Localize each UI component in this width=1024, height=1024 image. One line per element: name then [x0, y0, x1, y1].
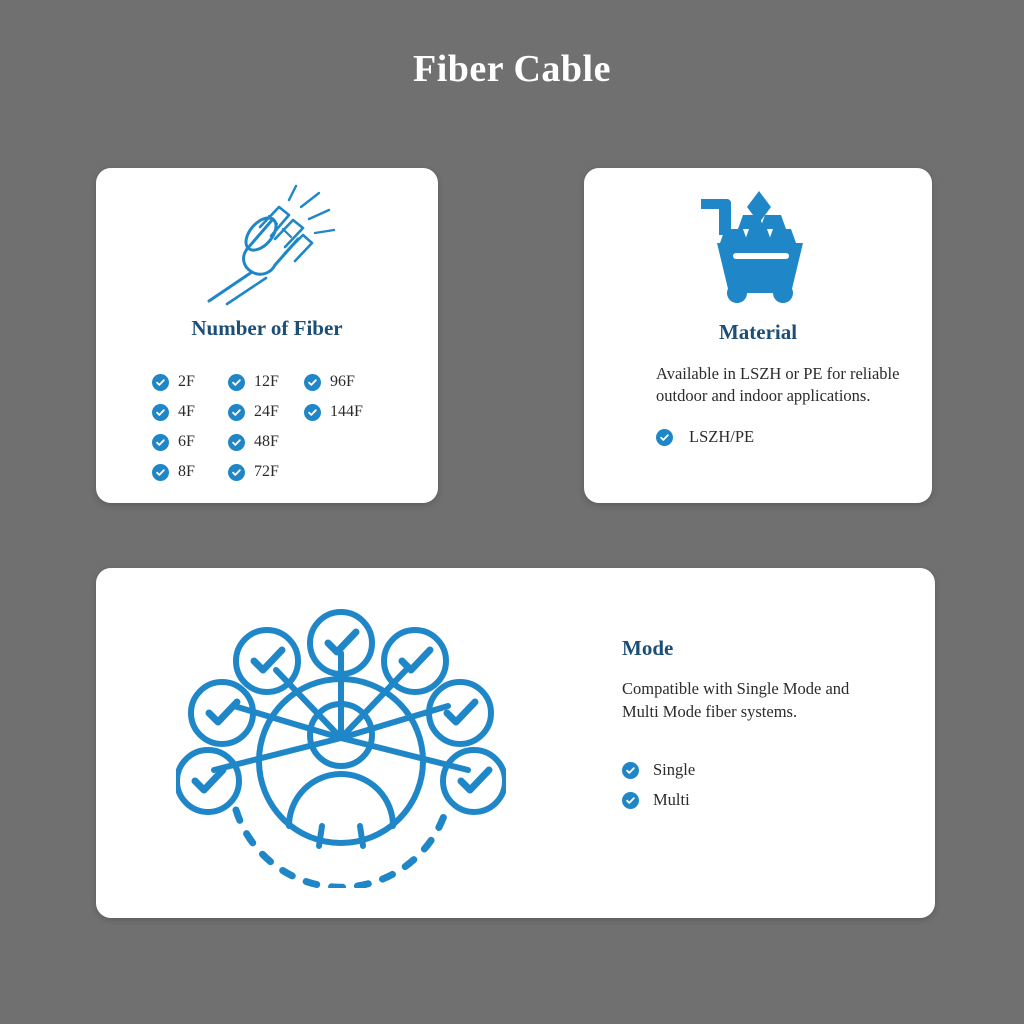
- list-item-label: Single: [653, 760, 696, 779]
- check-icon: [152, 403, 169, 421]
- check-icon: [152, 373, 169, 391]
- list-item-label: 8F: [178, 463, 195, 480]
- list-item[interactable]: 2F: [152, 367, 228, 397]
- mode-list: Single Multi: [622, 755, 935, 815]
- check-icon: [622, 761, 639, 779]
- list-item-label: 12F: [254, 373, 279, 390]
- list-item-label: 72F: [254, 463, 279, 480]
- check-icon: [304, 403, 321, 421]
- check-icon: [152, 463, 169, 481]
- material-description: Available in LSZH or PE for reliable out…: [656, 364, 900, 405]
- check-icon: [228, 433, 245, 451]
- check-icon: [304, 373, 321, 391]
- fiber-count-column-1: 2F 4F 6F 8F: [152, 367, 228, 487]
- page-title: Fiber Cable: [413, 48, 611, 90]
- list-item-label: 2F: [178, 373, 195, 390]
- card-heading-material: Material: [718, 320, 798, 344]
- list-item[interactable]: 144F: [304, 397, 363, 427]
- list-item[interactable]: 96F: [304, 367, 363, 397]
- list-item-label: Multi: [653, 790, 690, 809]
- check-icon: [656, 428, 673, 446]
- card-mode: Mode Compatible with Single Mode and Mul…: [96, 568, 935, 918]
- list-item-label: 144F: [330, 403, 363, 420]
- mining-cart-icon-wrap: [584, 168, 932, 308]
- list-item[interactable]: 48F: [228, 427, 304, 457]
- network-users-check-icon: [176, 609, 506, 888]
- card-heading-number-of-fiber: Number of Fiber: [191, 316, 343, 340]
- check-icon: [228, 463, 245, 481]
- card-material: Material Available in LSZH or PE for rel…: [584, 168, 932, 503]
- fiber-count-column-2: 12F 24F 48F 72F: [228, 367, 304, 487]
- card-number-of-fiber: Number of Fiber 2F 4F 6F 8F 12F: [96, 168, 438, 503]
- list-item[interactable]: Single: [622, 755, 935, 785]
- network-users-check-icon-wrap: [96, 568, 566, 918]
- list-item[interactable]: LSZH/PE: [584, 427, 932, 447]
- check-icon: [228, 403, 245, 421]
- check-icon: [228, 373, 245, 391]
- check-icon: [152, 433, 169, 451]
- list-item[interactable]: 6F: [152, 427, 228, 457]
- fiber-cable-icon: [207, 184, 336, 305]
- list-item[interactable]: 24F: [228, 397, 304, 427]
- card-heading-mode: Mode: [622, 636, 674, 660]
- list-item[interactable]: 12F: [228, 367, 304, 397]
- list-item[interactable]: Multi: [622, 785, 935, 815]
- fiber-count-column-3: 96F 144F: [304, 367, 363, 487]
- list-item-label: 6F: [178, 433, 195, 450]
- mining-cart-icon: [701, 191, 803, 303]
- mode-text-block: Mode Compatible with Single Mode and Mul…: [566, 568, 935, 918]
- list-item[interactable]: 4F: [152, 397, 228, 427]
- fiber-count-list: 2F 4F 6F 8F 12F 24F: [96, 367, 438, 487]
- fiber-cable-icon-wrap: [96, 168, 438, 308]
- list-item-label: 48F: [254, 433, 279, 450]
- mode-description: Compatible with Single Mode and Multi Mo…: [622, 679, 850, 721]
- list-item-label: 24F: [254, 403, 279, 420]
- list-item-label: 4F: [178, 403, 195, 420]
- list-item[interactable]: 8F: [152, 457, 228, 487]
- list-item-label: 96F: [330, 373, 355, 390]
- list-item[interactable]: 72F: [228, 457, 304, 487]
- list-item-label: LSZH/PE: [689, 427, 755, 446]
- check-icon: [622, 791, 639, 809]
